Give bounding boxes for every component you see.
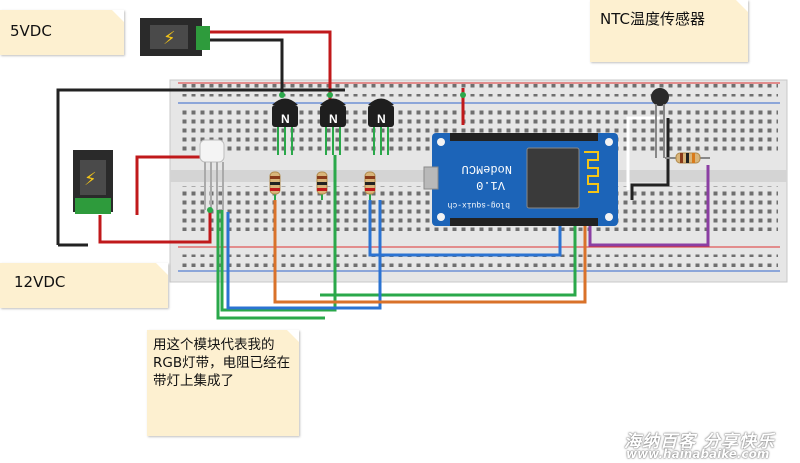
note-fold [736,0,748,12]
junction-dots [207,92,466,213]
wire-green-2 [216,210,325,320]
board-url: blog-squix-ch [447,200,510,209]
transistor-1: N [272,98,298,155]
barrel-jack-12v: ⚡ [73,150,113,214]
wires [56,30,710,320]
board-version: V1.0 [476,178,505,192]
label-5vdc-text: 5VDC [10,22,52,40]
note-fold [287,330,299,342]
transistor-label: N [377,112,386,126]
transistor-2: N [320,98,346,155]
nodemcu-board: V1.0 NodeMCU blog-squix-ch [423,133,618,226]
label-ntc-sensor: NTC温度传感器 [590,0,748,62]
power-icon: ⚡ [163,28,176,49]
resistor-1 [269,171,281,195]
transistor-label: N [281,112,290,126]
wire-blue-2 [368,200,562,257]
label-rgb-description: 用这个模块代表我的RGB灯带，电阻已经在带灯上集成了 [147,330,299,436]
label-rgb-description-text: 用这个模块代表我的RGB灯带，电阻已经在带灯上集成了 [153,337,291,389]
note-fold [156,263,168,275]
resistor-ntc [665,152,710,164]
barrel-jack-5v: ⚡ [140,18,210,56]
label-12vdc: 12VDC [0,263,168,308]
board-name: NodeMCU [462,162,512,176]
wire-5v-black [205,38,284,95]
watermark-line-1: 海纳百客 分享快乐 [624,432,775,452]
watermark: 海纳百客 分享快乐 www.hainabaike.com [624,427,800,463]
wire-orange [273,200,587,304]
wire-purple [588,165,710,247]
note-fold [112,10,124,22]
wire-green-3 [320,225,577,297]
wire-green-1 [220,155,337,312]
transistor-label: N [329,112,338,126]
resistor-3 [364,171,376,195]
watermark-line-2: www.hainabaike.com [626,447,770,461]
label-5vdc: 5VDC [0,10,124,55]
wire-gnd-black [56,88,345,245]
transistor-3: N [368,98,394,155]
wire-12v-red [98,210,212,244]
resistor-2 [316,171,328,195]
label-12vdc-text: 12VDC [14,273,66,291]
wire-ntc-black [630,118,670,200]
wire-12v-red-2 [135,155,205,215]
rgb-led [199,139,225,210]
label-ntc-text: NTC温度传感器 [600,10,705,28]
wire-ntc-white [626,116,660,190]
power-icon: ⚡ [84,169,97,190]
ntc-sensor [651,88,669,158]
